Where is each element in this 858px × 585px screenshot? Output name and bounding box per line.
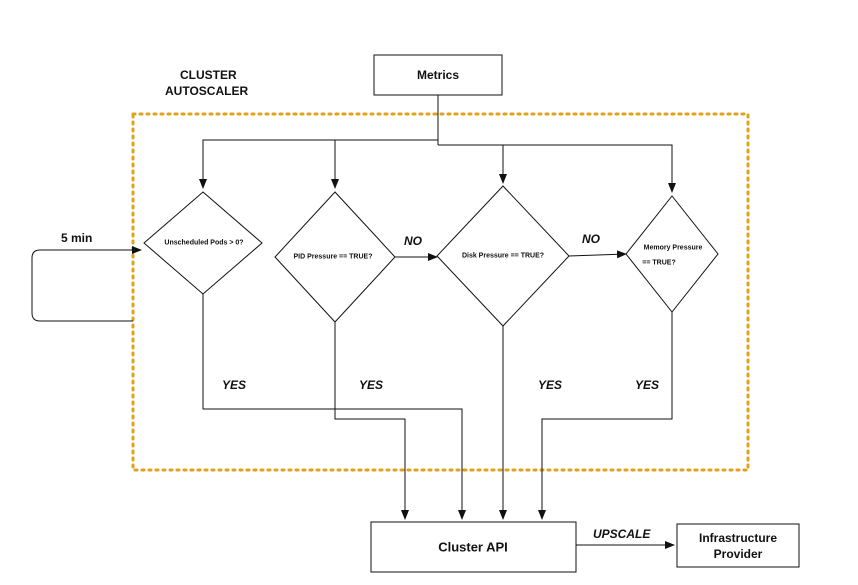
yes-label-2: YES: [359, 378, 384, 392]
unscheduled-pods-label: Unscheduled Pods > 0?: [164, 239, 244, 247]
disk-pressure-label: Disk Pressure == TRUE?: [461, 252, 545, 260]
infrastructure-label-line1: Infrastructure: [698, 531, 778, 545]
metrics-label: Metrics: [416, 68, 460, 82]
yes-label-3: YES: [538, 378, 563, 392]
memory-pressure-decision[interactable]: [625, 195, 719, 313]
memory-pressure-label-line2: == TRUE?: [642, 259, 676, 267]
autoscaler-boundary: [131, 112, 750, 472]
yes-label-1: YES: [222, 378, 247, 392]
upscale-label: UPSCALE: [593, 527, 651, 541]
cluster-api-label: Cluster API: [438, 539, 508, 555]
no-label-1: NO: [404, 234, 422, 248]
five-min-loop: [31, 246, 142, 322]
metrics-connectors: [199, 95, 676, 193]
five-min-label: 5 min: [61, 231, 93, 245]
memory-pressure-label-line1: Memory Pressure: [643, 244, 703, 252]
yes-label-4: YES: [635, 378, 660, 392]
infrastructure-provider-box[interactable]: [676, 523, 800, 568]
infrastructure-label-line2: Provider: [713, 547, 763, 561]
no-label-2: NO: [582, 232, 600, 246]
no-arrow-disk-to-memory: [568, 250, 627, 259]
cluster-api-box[interactable]: [370, 521, 577, 573]
autoscaler-title-line1: CLUSTER: [180, 68, 237, 82]
pid-pressure-label: PID Pressure == TRUE?: [293, 253, 373, 261]
yes-connectors: [202, 294, 673, 520]
autoscaler-title-line2: AUTOSCALER: [165, 84, 249, 98]
